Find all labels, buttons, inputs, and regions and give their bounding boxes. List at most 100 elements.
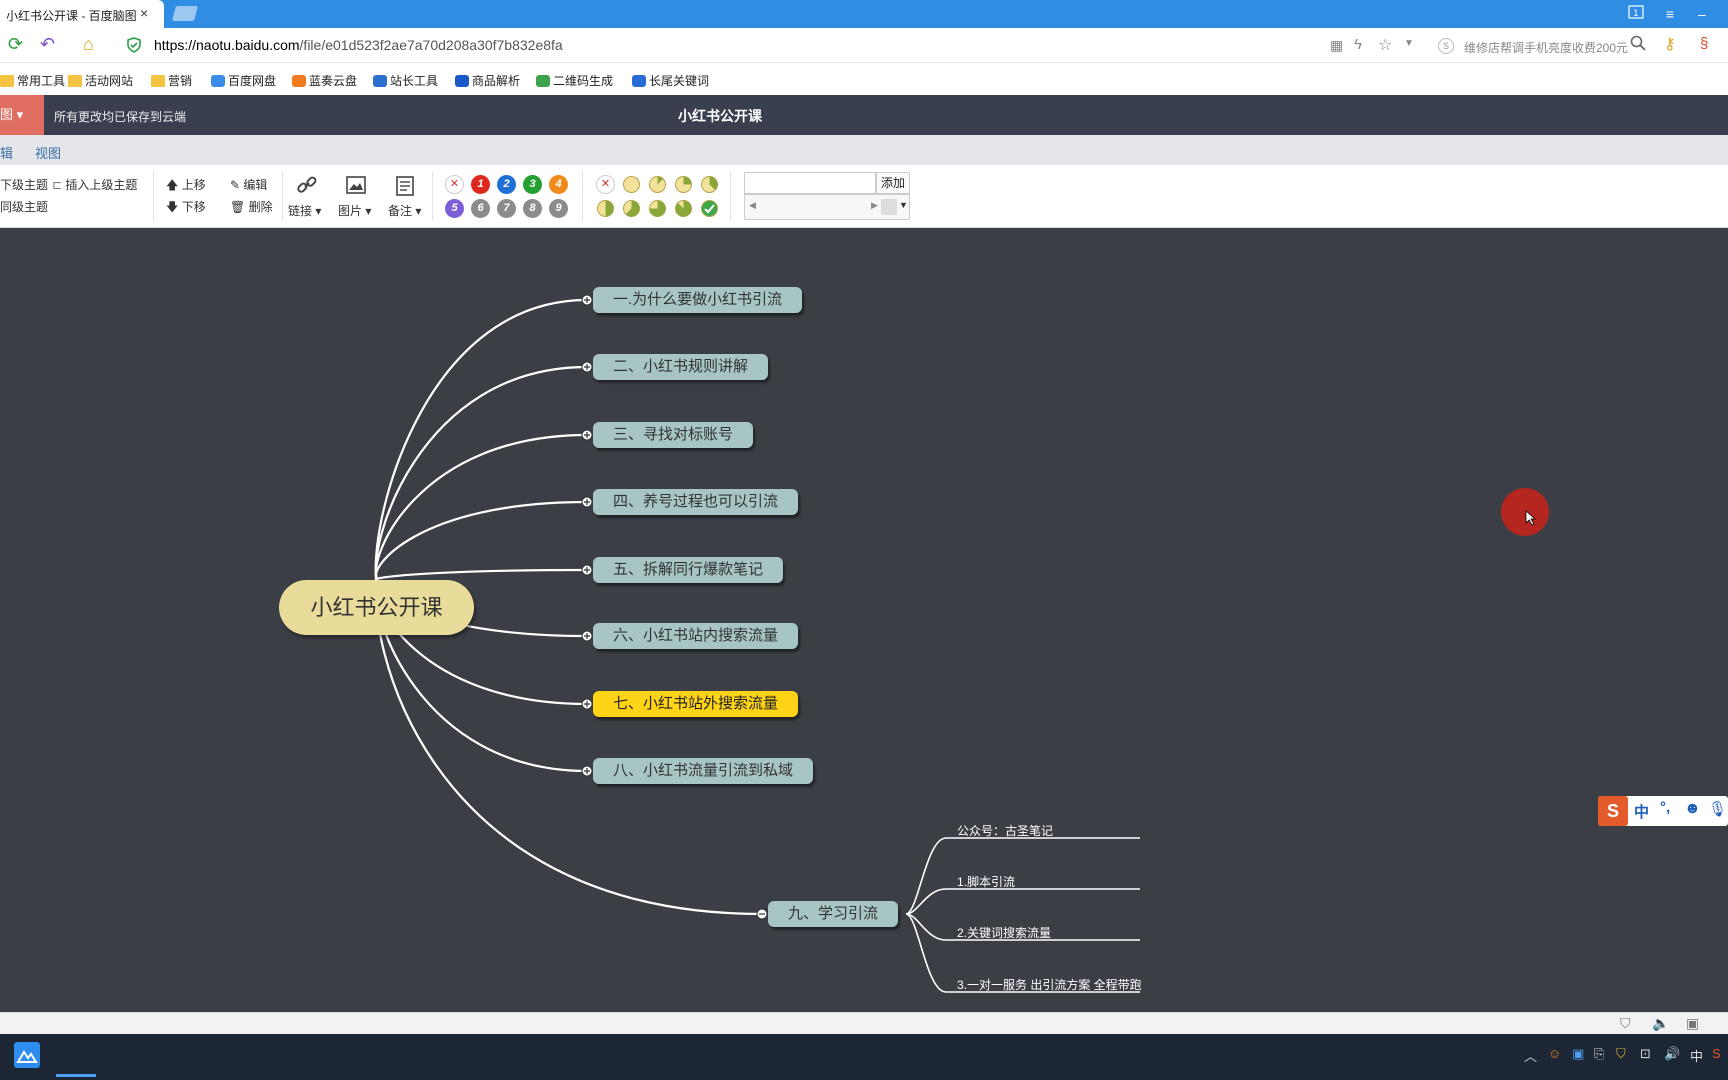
progress-3-icon[interactable] — [674, 175, 693, 194]
image-icon[interactable] — [346, 176, 366, 197]
scroll-right-icon[interactable]: ▶ — [871, 200, 878, 210]
bookmark-item[interactable]: 站长工具 — [373, 72, 438, 89]
note-button[interactable]: 备注 ▾ — [388, 204, 422, 218]
insert-parent-button[interactable]: ⊏ 插入上级主题 — [52, 176, 137, 193]
lightning-icon[interactable]: ϟ — [1354, 36, 1362, 53]
search-engine-icon[interactable]: S — [1438, 38, 1454, 54]
input-language[interactable]: 中 — [1690, 1049, 1704, 1064]
window-badge-icon[interactable]: 1 — [1626, 4, 1646, 24]
priority-6-icon[interactable]: 6 — [471, 199, 490, 218]
tab-view[interactable]: 视图 — [35, 146, 62, 161]
bookmark-item[interactable]: 活动网站 — [68, 72, 133, 89]
priority-5-icon[interactable]: 5 — [445, 199, 464, 218]
tag-dropdown-icon[interactable]: ▼ — [899, 200, 908, 210]
bookmark-item[interactable]: 长尾关键词 — [632, 72, 709, 89]
chevron-down-icon[interactable]: ▼ — [1404, 38, 1414, 49]
branch-node[interactable]: 二、小红书规则讲解 — [593, 354, 769, 380]
home-icon[interactable]: ⌂ — [83, 34, 94, 54]
bookmark-item[interactable]: 营销 — [151, 72, 192, 89]
tray-ime-icon[interactable]: S — [1712, 1046, 1721, 1061]
priority-9-icon[interactable]: 9 — [549, 199, 568, 218]
menu-icon[interactable]: ≡ — [1665, 6, 1675, 22]
browser-tab-active[interactable]: 小红书公开课 - 百度脑图 × — [0, 0, 164, 28]
minimize-icon[interactable]: – — [1698, 6, 1706, 22]
bookmark-item[interactable]: 商品解析 — [455, 72, 520, 89]
sub-topic-node[interactable]: 公众号：古圣笔记 — [957, 824, 1054, 838]
progress-1-icon[interactable] — [622, 175, 641, 194]
tag-add-button[interactable]: 添加 — [876, 172, 910, 194]
emoji-icon[interactable]: ☻ — [1684, 800, 1701, 817]
tab-close-icon[interactable]: × — [140, 5, 149, 21]
branch-node[interactable]: 一.为什么要做小红书引流 — [593, 287, 803, 313]
tag-list[interactable]: ◀ ▶ ▼ — [744, 194, 910, 220]
tab-edit[interactable]: 辑 — [0, 146, 14, 161]
root-node[interactable]: 小红书公开课 — [279, 580, 474, 635]
move-down-button[interactable]: 🡇 下移 — [166, 198, 206, 219]
progress-2-icon[interactable] — [648, 175, 667, 194]
star-icon[interactable]: ☆ — [1378, 37, 1393, 54]
bookmark-item[interactable]: 蓝奏云盘 — [292, 72, 357, 89]
mindmap-canvas[interactable]: 一.为什么要做小红书引流二、小红书规则讲解三、寻找对标账号四、养号过程也可以引流… — [0, 228, 1728, 1012]
tray-usb-icon[interactable]: ⎘ — [1594, 1046, 1605, 1061]
speaker-status-icon[interactable]: 🔈 — [1652, 1015, 1670, 1031]
progress-8-icon[interactable] — [674, 199, 693, 218]
edit-button[interactable]: ✎ 编辑 — [230, 176, 267, 193]
branch-node[interactable]: 七、小红书站外搜索流量 — [593, 691, 799, 717]
sub-topic-node[interactable]: 1.脚本引流 — [957, 875, 1016, 889]
taskbar-app-icon[interactable] — [14, 1042, 40, 1068]
shield-status-icon[interactable]: ⛉ — [1620, 1015, 1631, 1031]
link-icon[interactable] — [296, 174, 318, 199]
priority-8-icon[interactable]: 8 — [523, 199, 542, 218]
insert-sibling-button[interactable]: 同级主题 — [0, 200, 49, 214]
progress-9-icon[interactable] — [700, 199, 719, 218]
sub-topic-node[interactable]: 3.一对一服务 出引流方案 全程带跑 — [957, 978, 1142, 992]
branch-node[interactable]: 八、小红书流量引流到私域 — [593, 758, 814, 784]
url-field[interactable]: https://naotu.baidu.com/file/e01d523f2ae… — [154, 37, 563, 53]
priority-3-icon[interactable]: 3 — [523, 175, 542, 194]
branch-node[interactable]: 六、小红书站内搜索流量 — [593, 623, 799, 649]
bookmark-item[interactable]: 百度网盘 — [211, 72, 276, 89]
screenshot-icon[interactable]: ▣ — [1686, 1015, 1700, 1031]
link-button[interactable]: 链接 ▾ — [288, 204, 322, 218]
priority-clear-icon[interactable]: ✕ — [445, 175, 464, 194]
priority-2-icon[interactable]: 2 — [497, 175, 516, 194]
delete-button[interactable]: 🗑 删除 — [230, 198, 273, 215]
note-icon[interactable] — [396, 176, 414, 199]
priority-7-icon[interactable]: 7 — [497, 199, 516, 218]
key-icon[interactable]: ⚷ — [1664, 36, 1676, 53]
undo-icon[interactable]: ↶ — [40, 34, 56, 54]
branch-node[interactable]: 三、寻找对标账号 — [593, 422, 754, 448]
progress-5-icon[interactable] — [596, 199, 615, 218]
app-menu-button[interactable]: 图 ▾ — [0, 95, 44, 135]
scroll-left-icon[interactable]: ◀ — [749, 200, 756, 210]
search-icon[interactable] — [1630, 35, 1646, 54]
punctuation-icon[interactable]: °, — [1660, 799, 1671, 816]
bookmark-item[interactable]: 二维码生成 — [536, 72, 613, 89]
image-button[interactable]: 图片 ▾ — [338, 204, 372, 218]
tray-cloud-icon[interactable]: ▣ — [1572, 1046, 1585, 1061]
insert-child-button[interactable]: 下级主题 — [0, 178, 49, 192]
ime-toolbar[interactable]: S 中 °, ☻ 🎙 — [1598, 796, 1728, 826]
tray-expand-icon[interactable]: ︿ — [1524, 1049, 1538, 1064]
branch-node[interactable]: 九、学习引流 — [768, 901, 899, 927]
tag-input[interactable] — [744, 172, 876, 194]
refresh-icon[interactable]: ⟳ — [8, 34, 24, 54]
microphone-icon[interactable]: 🎙 — [1708, 801, 1728, 818]
tray-app-icon[interactable]: ☺ — [1548, 1046, 1562, 1061]
extension-icon[interactable]: § — [1700, 35, 1709, 52]
priority-1-icon[interactable]: 1 — [471, 175, 490, 194]
progress-6-icon[interactable] — [622, 199, 641, 218]
branch-node[interactable]: 五、拆解同行爆款笔记 — [593, 557, 784, 583]
bookmark-item[interactable]: 常用工具 — [0, 72, 65, 89]
tray-network-icon[interactable]: ⊡ — [1640, 1046, 1651, 1061]
tray-shield-icon[interactable]: ⛉ — [1616, 1046, 1626, 1061]
search-input[interactable]: 维修店帮调手机亮度收费200元 — [1464, 41, 1629, 55]
tray-volume-icon[interactable]: 🔊 — [1664, 1046, 1681, 1061]
sub-topic-node[interactable]: 2.关键词搜索流量 — [957, 926, 1052, 940]
new-tab-button[interactable] — [171, 6, 199, 21]
scrollbar-thumb[interactable] — [881, 199, 897, 215]
qr-code-icon[interactable]: ▦ — [1330, 37, 1344, 53]
branch-node[interactable]: 四、养号过程也可以引流 — [593, 489, 799, 515]
ime-mode[interactable]: 中 — [1634, 804, 1650, 821]
priority-4-icon[interactable]: 4 — [549, 175, 568, 194]
